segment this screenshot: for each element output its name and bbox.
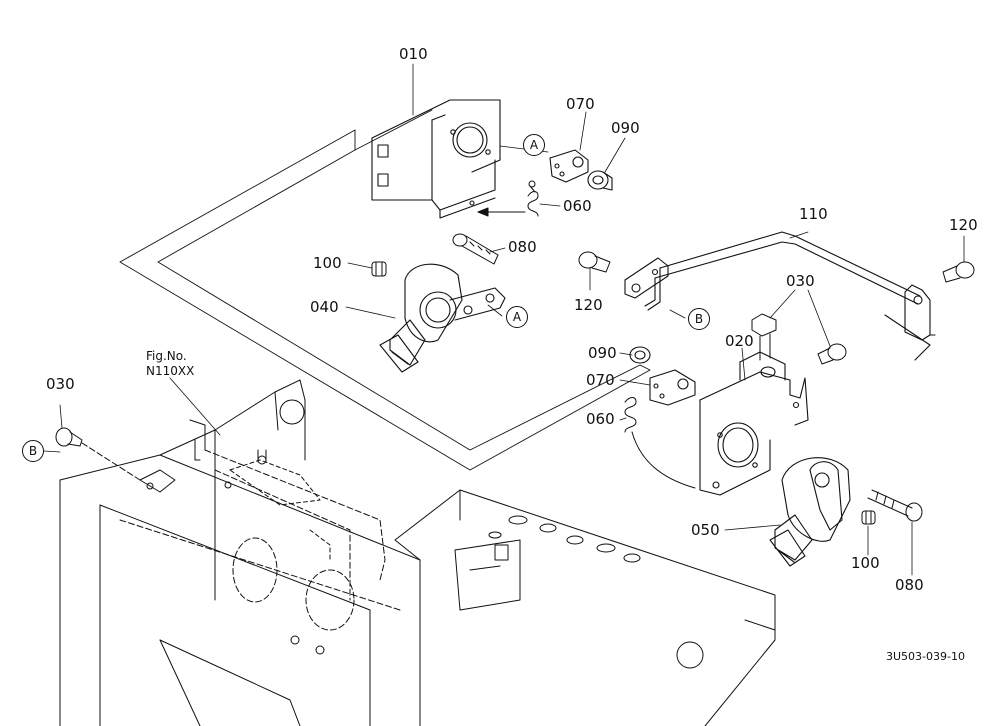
part-label-050: 050 xyxy=(691,521,720,539)
bolt-120-left xyxy=(578,251,611,273)
plate-070-top xyxy=(549,149,589,183)
chassis-frame xyxy=(59,379,421,726)
bolt-080-top xyxy=(452,233,499,265)
drawing-number: 3U503-039-10 xyxy=(886,650,965,663)
spring-060-bottom xyxy=(624,397,696,489)
marker-a-top: A xyxy=(523,134,545,156)
marker-a-sensor: A xyxy=(506,306,528,328)
rod-110 xyxy=(624,231,936,361)
part-label-110: 110 xyxy=(799,205,828,223)
part-label-070-top: 070 xyxy=(566,95,595,113)
marker-b-rod: B xyxy=(688,308,710,330)
part-label-120-right: 120 xyxy=(949,216,978,234)
spring-060-top xyxy=(527,180,539,217)
bolt-030-vertical xyxy=(751,313,777,361)
marker-b-left: B xyxy=(22,440,44,462)
sensor-040 xyxy=(379,263,506,373)
nut-090-bottom xyxy=(629,346,651,364)
part-label-020: 020 xyxy=(725,332,754,350)
part-label-030-left: 030 xyxy=(46,375,75,393)
part-label-090-bottom: 090 xyxy=(588,344,617,362)
bolt-080-bottom xyxy=(867,489,923,522)
part-label-100-bottom: 100 xyxy=(851,554,880,572)
sensor-050 xyxy=(769,457,851,567)
part-label-060-bottom: 060 xyxy=(586,410,615,428)
figure-reference-prefix: Fig.No. xyxy=(146,349,187,363)
arrow-060 xyxy=(477,207,526,217)
bracket-020 xyxy=(699,351,809,496)
part-label-030-right: 030 xyxy=(786,272,815,290)
bracket-010 xyxy=(371,99,501,219)
part-label-010: 010 xyxy=(399,45,428,63)
nut-090-top xyxy=(587,170,613,191)
leader-lines xyxy=(43,63,965,576)
bolt-030-left xyxy=(55,427,141,481)
screw-100-top xyxy=(371,261,387,277)
support-plate xyxy=(394,489,776,726)
part-label-090-top: 090 xyxy=(611,119,640,137)
part-label-060-top: 060 xyxy=(563,197,592,215)
bolt-120-right xyxy=(942,261,975,283)
plate-070-bottom xyxy=(649,369,696,406)
part-label-070-bottom: 070 xyxy=(586,371,615,389)
part-label-080-bottom: 080 xyxy=(895,576,924,594)
part-label-040: 040 xyxy=(310,298,339,316)
figure-reference-number: N110XX xyxy=(146,364,195,378)
assembly-outline xyxy=(119,109,651,471)
part-label-100-top: 100 xyxy=(313,254,342,272)
screw-100-bottom xyxy=(861,510,876,525)
part-label-080-top: 080 xyxy=(508,238,537,256)
bolt-030-horizontal xyxy=(817,343,847,365)
part-label-120-left: 120 xyxy=(574,296,603,314)
